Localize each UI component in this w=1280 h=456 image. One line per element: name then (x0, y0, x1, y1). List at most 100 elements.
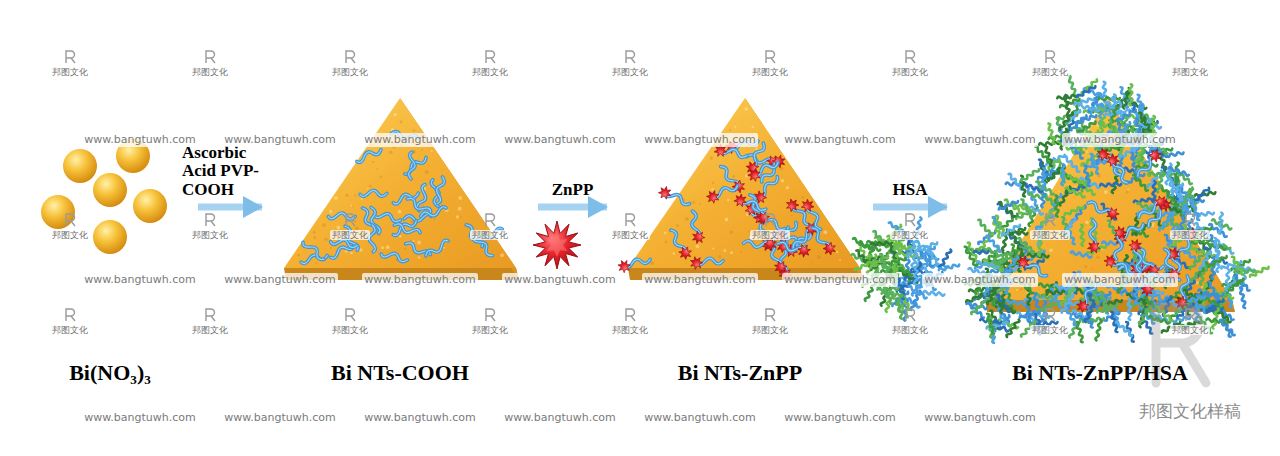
surface-speckle (418, 256, 421, 259)
watermark-logo (626, 309, 635, 321)
watermark-logo (66, 214, 75, 226)
surface-speckle (710, 156, 713, 159)
znpp-molecule (1104, 205, 1122, 223)
watermark-url: www.bangtuwh.com (222, 273, 337, 286)
pvp-highlight (691, 211, 700, 237)
watermark-text: 邦图文化 (890, 230, 930, 241)
protein-ribbon (1005, 300, 1026, 306)
pvp-chain (423, 240, 450, 257)
watermark-logo (906, 51, 915, 63)
node-label: Bi NTs-ZnPP/HSA (1012, 360, 1188, 385)
surface-speckle (372, 161, 374, 163)
watermark-logo (1046, 214, 1055, 226)
znpp-molecule (1087, 240, 1102, 255)
pvp-strand (360, 187, 387, 201)
znpp-molecule (1105, 152, 1121, 168)
pvp-highlight (394, 218, 421, 239)
protein-ribbon (1190, 200, 1200, 221)
watermark-url: www.bangtuwh.com (642, 411, 757, 424)
surface-speckle (712, 248, 714, 250)
reagent-label: ZnPP (552, 181, 594, 199)
surface-speckle (352, 206, 354, 208)
surface-speckle (413, 129, 415, 131)
watermark-url: www.bangtuwh.com (1062, 273, 1177, 286)
watermark-logo (766, 51, 775, 63)
pvp-chain (328, 210, 355, 225)
surface-speckle (732, 175, 735, 178)
pvp-chain (380, 248, 407, 268)
pvp-chain (812, 222, 838, 257)
surface-speckle (1020, 288, 1023, 291)
surface-speckle (389, 150, 393, 154)
caption-stack: Bi NTs-ZnPP (615, 360, 865, 385)
surface-speckle (1086, 151, 1088, 153)
protein-ribbon (1063, 156, 1080, 173)
protein-ribbon (1020, 199, 1033, 218)
surface-speckle (817, 255, 821, 259)
watermark-url: www.bangtuwh.com (82, 273, 197, 286)
pvp-chain (1086, 220, 1107, 255)
surface-speckle (345, 194, 348, 197)
pvp-chain (747, 162, 782, 183)
znpp-molecule (796, 242, 813, 259)
surface-speckle (836, 251, 839, 254)
protein-ribbon (1100, 183, 1121, 187)
watermark-text: 邦图文化 (1170, 230, 1210, 241)
protein-ribbon (923, 291, 944, 296)
protein-ribbon (1042, 168, 1045, 189)
reaction-arrow (198, 204, 262, 211)
surface-speckle (1085, 266, 1088, 269)
triangle-face (985, 98, 1232, 300)
surface-speckle (665, 241, 668, 244)
surface-speckle (458, 207, 462, 211)
watermark-text: 邦图文化 (50, 325, 90, 336)
precursor-balls (41, 139, 167, 254)
surface-speckle (313, 236, 316, 239)
watermark-url: www.bangtuwh.com (82, 133, 197, 146)
surface-speckle (337, 225, 341, 229)
watermark-logo (206, 51, 215, 63)
watermark-url: www.bangtuwh.com (782, 133, 897, 146)
pvp-chain (1073, 282, 1105, 315)
pvp-strand (431, 177, 450, 204)
pvp-chain (403, 152, 419, 179)
surface-speckle (1074, 186, 1076, 188)
surface-speckle (1091, 151, 1093, 153)
znpp-molecule (732, 192, 749, 209)
watermark-text: 邦图文化 (1170, 67, 1210, 78)
surface-speckle (431, 150, 433, 152)
pvp-chain (1105, 152, 1127, 187)
protein-ribbon (971, 298, 988, 315)
surface-speckle (1104, 190, 1108, 194)
surface-speckle (676, 224, 679, 227)
pvp-highlight (355, 150, 382, 163)
protein-ribbon (1127, 299, 1131, 320)
surface-speckle (330, 247, 332, 249)
surface-speckle (744, 107, 748, 111)
pvp-highlight (302, 238, 324, 264)
surface-speckle (350, 252, 353, 255)
protein-ribbon (1129, 84, 1132, 105)
watermark-logo (906, 214, 915, 226)
pvp-chain (671, 226, 693, 261)
znpp-molecule (784, 197, 801, 214)
protein-ribbon (939, 263, 960, 271)
watermark-text: 邦图文化 (330, 67, 370, 78)
surface-speckle (692, 201, 695, 204)
protein-ribbon (1054, 195, 1059, 216)
znpp-icon (533, 221, 581, 269)
watermark-url: www.bangtuwh.com (222, 133, 337, 146)
protein-ribbon (1193, 187, 1210, 204)
surface-speckle (712, 181, 715, 184)
surface-speckle (1049, 248, 1053, 252)
znpp-molecule (1014, 253, 1032, 271)
watermark-logo (1186, 51, 1195, 63)
znpp-molecule (692, 231, 705, 244)
znpp-molecule (747, 168, 762, 183)
surface-speckle (369, 185, 372, 188)
surface-speckle (500, 253, 504, 257)
surface-speckle (350, 205, 352, 207)
protein-ribbon (1080, 225, 1085, 246)
watermark-logo (1046, 309, 1055, 321)
surface-speckle (725, 218, 729, 222)
